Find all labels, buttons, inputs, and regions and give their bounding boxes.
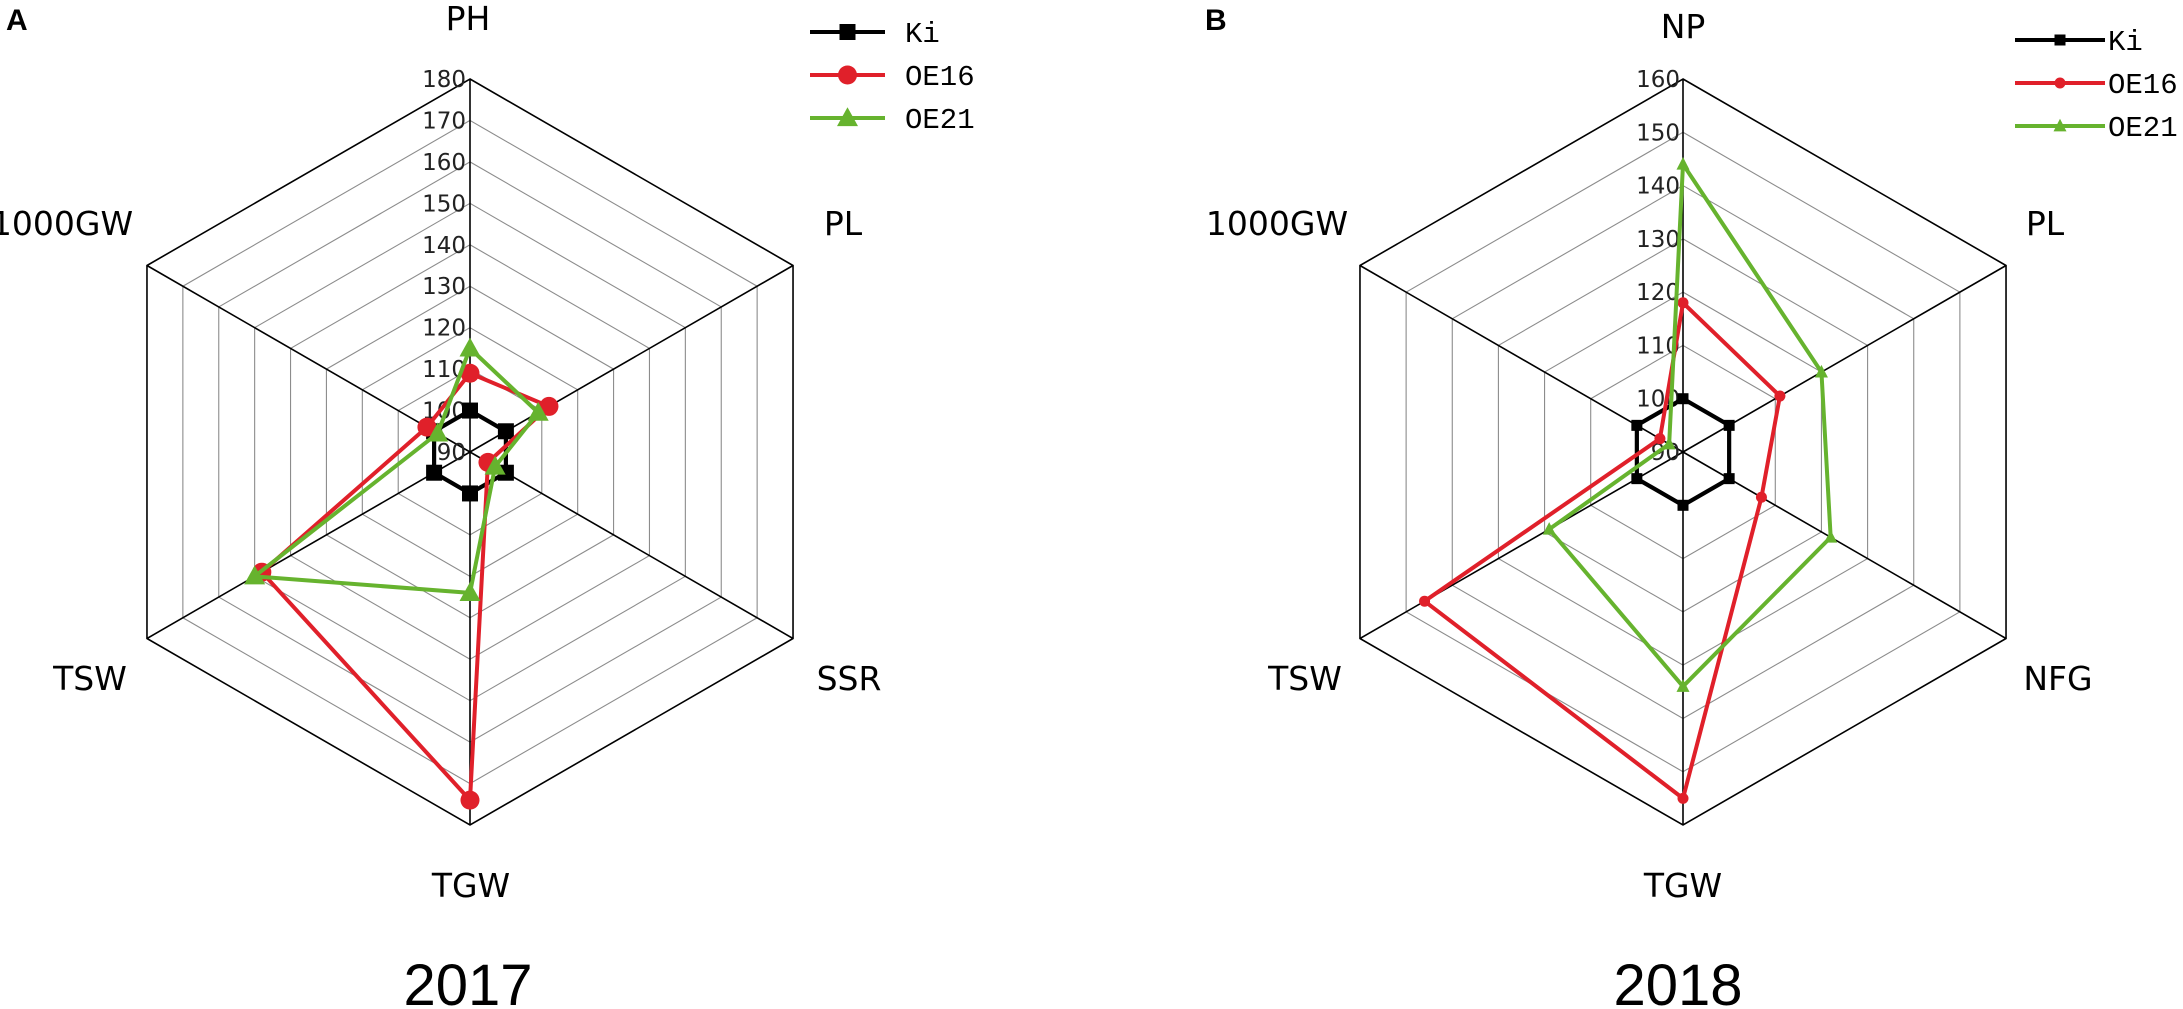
panel-a-legend-ki-swatch-marker	[839, 24, 856, 40]
panel-a-tick-label: 160	[422, 150, 466, 176]
panel-b-legend-oe21-label: OE21	[2108, 112, 2178, 145]
panel-b-series-oe21-point-5	[1662, 436, 1676, 450]
panel-b-series-oe16-line	[1422, 300, 1782, 801]
panel-b-legend-oe21-swatch-marker	[2053, 118, 2067, 132]
panel-b-series-ki-point-2	[1723, 473, 1735, 485]
panel-b-spoke-2	[1682, 451, 2007, 640]
panel-a-series-oe16-point-5	[417, 417, 437, 437]
panel-b-series-oe16-point-0	[1677, 297, 1689, 309]
panel-b-grid	[1359, 78, 2007, 826]
panel-b-letter: B	[1205, 4, 1227, 37]
panel-a-series-ki-point-4	[426, 464, 443, 481]
panel-b-series-oe16-point-2	[1755, 491, 1767, 503]
panel-a-series-oe16-point-0	[460, 363, 480, 383]
panel-a-series-oe21-point-2	[484, 455, 506, 475]
panel-b-series-oe21-point-2	[1824, 530, 1838, 543]
panel-a-legend-oe21-label: OE21	[905, 104, 975, 137]
panel-a-series	[244, 337, 559, 810]
panel-a-tick-label: 120	[422, 316, 466, 342]
panel-b-axis-label-1000gw: 1000GW	[1206, 204, 1348, 243]
panel-b-axis-label-np: NP	[1661, 7, 1706, 46]
panel-a-series-ki-point-0	[462, 402, 478, 419]
panel-a-series-oe21-point-3	[459, 582, 481, 602]
panel-a-axis-label-ph: PH	[446, 0, 491, 38]
panel-b-series-oe21-point-1	[1814, 364, 1828, 378]
panel-a-series-oe21-point-5	[427, 422, 449, 442]
panel-b-series-oe21-point-0	[1676, 157, 1690, 170]
panel-b-axis-label-tsw: TSW	[1267, 659, 1342, 698]
panel-a-spoke-4	[146, 451, 471, 640]
panel-b-series-ki-point-4	[1631, 473, 1643, 485]
panel-b-series	[1419, 157, 1838, 804]
panel-b-spoke-4	[1359, 451, 1684, 640]
panel-b-axis-label-pl: PL	[2026, 204, 2065, 243]
panel-a-series-ki-point-3	[462, 485, 478, 502]
panel-a-axis-label-tgw: TGW	[431, 866, 510, 905]
panel-b-legend-oe16-swatch-marker	[2054, 77, 2066, 89]
panel-a-series-oe21-point-4	[244, 565, 266, 585]
panel-b-tick-label: 160	[1636, 67, 1680, 93]
panel-b-series-oe21-point-4	[1542, 522, 1556, 535]
panel-b-spoke-5	[1359, 264, 1684, 453]
panel-b-tick-label: 120	[1636, 280, 1680, 306]
panel-b-series-ki-point-3	[1677, 499, 1689, 511]
panel-a-series-ki-point-1	[497, 423, 514, 440]
panel-b-tick-label: 130	[1636, 227, 1680, 253]
panel-a-axis-label-1000gw: 1000GW	[0, 204, 133, 243]
panel-b-series-ki-point-0	[1677, 393, 1689, 405]
panel-a-series-oe21-point-0	[459, 337, 481, 357]
panel-a-axis-label-ssr: SSR	[817, 659, 882, 698]
panel-a-tick-label: 130	[422, 274, 466, 300]
panel-b-series-oe21-point-3	[1676, 679, 1690, 692]
panel-b-legend-ki-swatch-marker	[2054, 34, 2066, 46]
panel-b-spoke-1	[1682, 264, 2007, 453]
panel-a-legend-oe16-label: OE16	[905, 61, 975, 94]
panel-b-axis-label-tgw: TGW	[1643, 866, 1722, 905]
panel-b-series-ki-point-1	[1723, 419, 1735, 431]
panel-a-tick-label: 150	[422, 191, 466, 217]
panel-a-legend-oe21-swatch-marker	[837, 107, 858, 127]
panel-a-tick-label: 180	[422, 67, 466, 93]
panel-a-spoke-1	[469, 264, 794, 453]
panel-a-legend-ki-label: Ki	[905, 18, 940, 51]
panel-b-series-ki-point-5	[1631, 419, 1643, 431]
panel-b-series-oe16-point-3	[1677, 792, 1689, 804]
panel-a-tick-label: 90	[437, 440, 466, 466]
panel-b-axis-label-nfg: NFG	[2023, 659, 2092, 698]
panel-b-legend-oe16-label: OE16	[2108, 69, 2178, 102]
panel-a-series-oe16-point-1	[539, 396, 559, 416]
panel-a-spoke-5	[146, 264, 471, 453]
panel-a-caption: 2017	[403, 953, 532, 1009]
panel-a-series-oe21-point-1	[527, 401, 549, 421]
panel-b-series-oe16-point-4	[1419, 595, 1431, 607]
panel-a-grid	[146, 78, 794, 826]
panel-b-tick-label: 150	[1636, 120, 1680, 146]
panel-a-tick-label: 140	[422, 233, 466, 259]
panel-b-caption: 2018	[1613, 953, 1742, 1009]
panel-a-axis-label-pl: PL	[824, 204, 863, 243]
panel-b-series-oe16-point-1	[1774, 390, 1786, 402]
panel-b-axis-labels: NP PL NFG TGW TSW 1000GW	[1206, 7, 2093, 905]
panel-a-legend-oe16-swatch-marker	[838, 65, 857, 85]
panel-a-series-oe16-point-3	[460, 790, 480, 810]
panel-a-spoke-2	[469, 451, 794, 640]
panel-b-tick-label: 140	[1636, 174, 1680, 200]
panel-a-axis-labels: PH PL SSR TGW TSW 1000GW	[0, 0, 881, 905]
panel-a-letter: A	[6, 4, 28, 37]
panel-b-series-oe16-point-5	[1654, 433, 1666, 445]
panel-b-legend-ki-label: Ki	[2108, 26, 2143, 59]
panel-a-tick-label: 170	[422, 108, 466, 134]
panel-a-axis-label-tsw: TSW	[52, 659, 127, 698]
